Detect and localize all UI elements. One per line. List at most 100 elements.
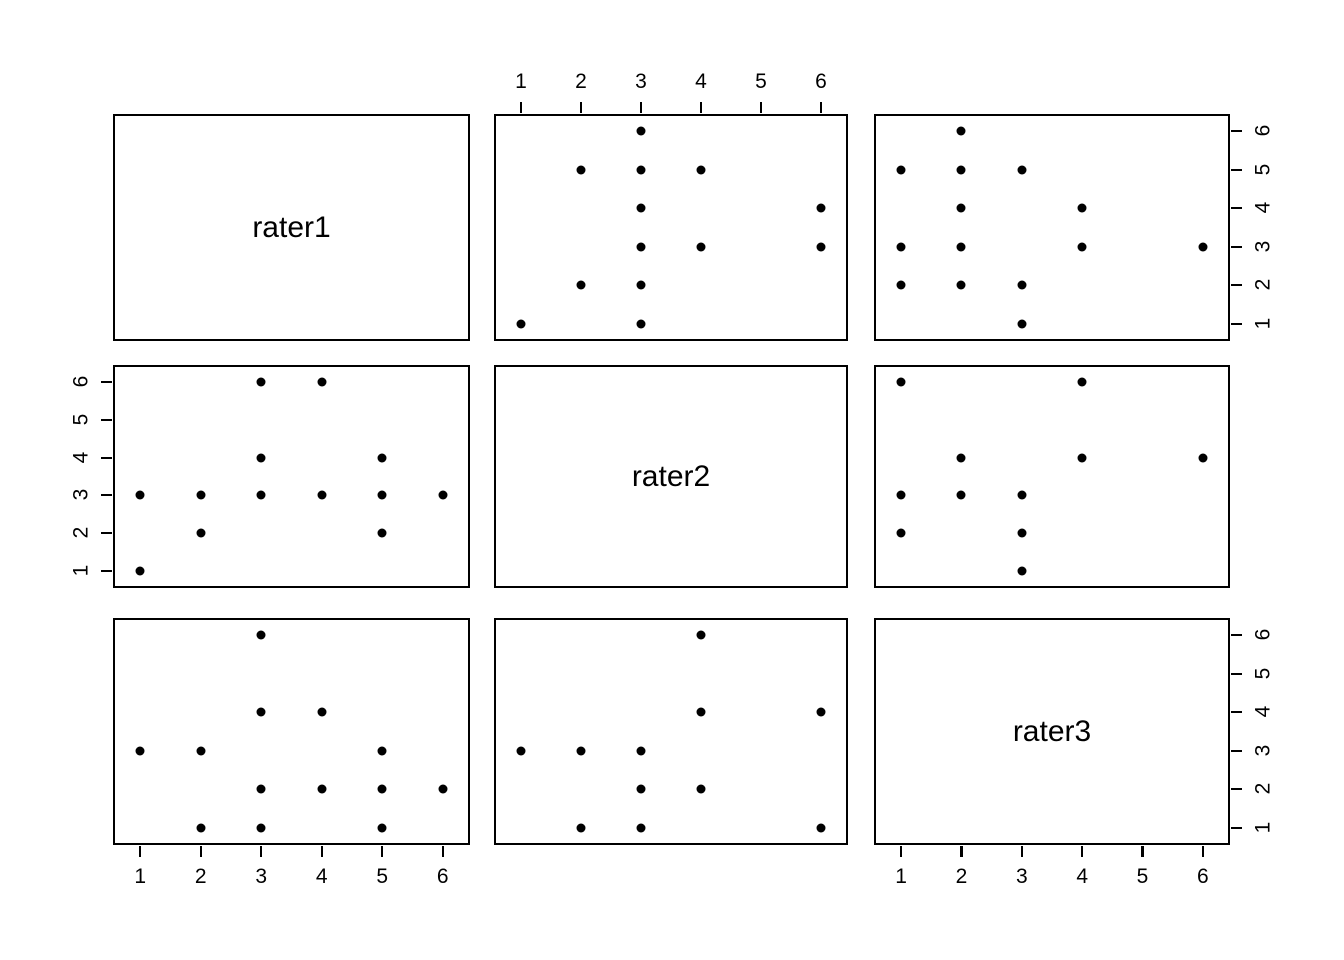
right-axis-tick-label-bottom: 5 <box>1251 667 1275 680</box>
axis-tick <box>441 846 444 857</box>
data-point <box>377 823 387 833</box>
panel-r2-c1 <box>113 365 470 588</box>
panel-r3-c3 <box>874 618 1230 845</box>
right-axis-tick-label-bottom: 1 <box>1251 821 1275 834</box>
data-point <box>956 280 966 290</box>
diagonal-label-rater1: rater1 <box>252 210 331 244</box>
axis-tick <box>759 102 763 113</box>
right-axis-tick-label-top: 3 <box>1251 240 1275 253</box>
data-point <box>636 165 646 175</box>
axis-tick <box>260 846 263 857</box>
bottom-axis-tick-label-right: 6 <box>1197 865 1209 888</box>
bottom-axis-tick-label-left: 1 <box>134 865 147 888</box>
data-point <box>196 746 206 756</box>
data-point <box>135 490 145 500</box>
data-point <box>256 453 266 463</box>
panel-r3-c1 <box>113 618 470 845</box>
axis-tick <box>101 456 112 459</box>
axis-tick <box>199 846 202 857</box>
top-axis-tick-label: 6 <box>815 70 827 93</box>
data-point <box>636 746 646 756</box>
data-point <box>696 630 706 640</box>
data-point <box>816 203 826 213</box>
right-axis-tick-label-bottom: 6 <box>1251 628 1275 641</box>
data-point <box>196 528 206 538</box>
data-point <box>636 319 646 329</box>
data-point <box>816 707 826 717</box>
data-point <box>816 242 826 252</box>
data-point <box>1017 319 1027 329</box>
data-point <box>256 377 266 387</box>
bottom-axis-tick-label-left: 5 <box>376 865 389 888</box>
axis-tick <box>1231 672 1242 675</box>
data-point <box>1017 566 1027 576</box>
right-axis-tick-label-top: 2 <box>1251 278 1275 291</box>
bottom-axis-tick-label-left: 6 <box>436 865 449 888</box>
data-point <box>196 823 206 833</box>
right-axis-tick-label-bottom: 2 <box>1251 782 1275 795</box>
axis-tick <box>1231 168 1242 171</box>
data-point <box>1198 453 1208 463</box>
diagonal-label-rater3: rater3 <box>1012 714 1092 748</box>
top-axis-tick-label: 5 <box>755 70 767 93</box>
data-point <box>1077 453 1087 463</box>
data-point <box>896 377 906 387</box>
bottom-axis-tick-label-right: 5 <box>1136 865 1149 888</box>
bottom-axis-tick-label-right: 3 <box>1015 865 1028 888</box>
axis-tick <box>1231 711 1242 714</box>
data-point <box>516 319 526 329</box>
left-axis-tick-label: 4 <box>69 451 93 463</box>
data-point <box>377 784 387 794</box>
panel-r2-c3 <box>874 365 1230 588</box>
data-point <box>1017 165 1027 175</box>
data-point <box>317 490 327 500</box>
data-point <box>956 490 966 500</box>
axis-tick <box>1231 245 1242 248</box>
bottom-axis-tick-label-left: 3 <box>255 865 268 888</box>
data-point <box>377 490 387 500</box>
data-point <box>636 126 646 136</box>
data-point <box>696 242 706 252</box>
data-point <box>896 242 906 252</box>
data-point <box>956 453 966 463</box>
data-point <box>438 784 448 794</box>
data-point <box>1077 377 1087 387</box>
right-axis-tick-label-top: 6 <box>1251 124 1275 137</box>
axis-tick <box>519 102 523 113</box>
data-point <box>196 490 206 500</box>
top-axis-tick-label: 3 <box>635 70 647 93</box>
axis-tick <box>101 418 112 421</box>
axis-tick <box>639 102 643 113</box>
bottom-axis-tick-label-right: 1 <box>895 865 907 888</box>
right-axis-tick-label-top: 1 <box>1251 317 1275 330</box>
axis-tick <box>101 494 112 497</box>
data-point <box>816 823 826 833</box>
axis-tick <box>381 846 384 857</box>
data-point <box>696 165 706 175</box>
panel-r1-c3 <box>874 114 1230 341</box>
right-axis-tick-label-top: 5 <box>1251 163 1275 176</box>
axis-tick <box>1231 284 1242 287</box>
data-point <box>576 746 586 756</box>
data-point <box>956 165 966 175</box>
left-axis-tick-label: 5 <box>69 413 93 426</box>
data-point <box>636 823 646 833</box>
axis-tick <box>1201 846 1204 857</box>
data-point <box>896 490 906 500</box>
data-point <box>135 746 145 756</box>
data-point <box>256 707 266 717</box>
axis-tick <box>699 102 703 113</box>
axis-tick <box>1020 846 1023 857</box>
panel-r1-c2 <box>494 114 848 341</box>
bottom-axis-tick-label-right: 4 <box>1076 865 1088 888</box>
data-point <box>576 165 586 175</box>
axis-tick <box>579 102 583 113</box>
left-axis-tick-label: 3 <box>69 489 93 501</box>
data-point <box>576 280 586 290</box>
axis-tick <box>1231 634 1242 637</box>
data-point <box>1017 528 1027 538</box>
data-point <box>696 784 706 794</box>
data-point <box>256 784 266 794</box>
data-point <box>636 280 646 290</box>
